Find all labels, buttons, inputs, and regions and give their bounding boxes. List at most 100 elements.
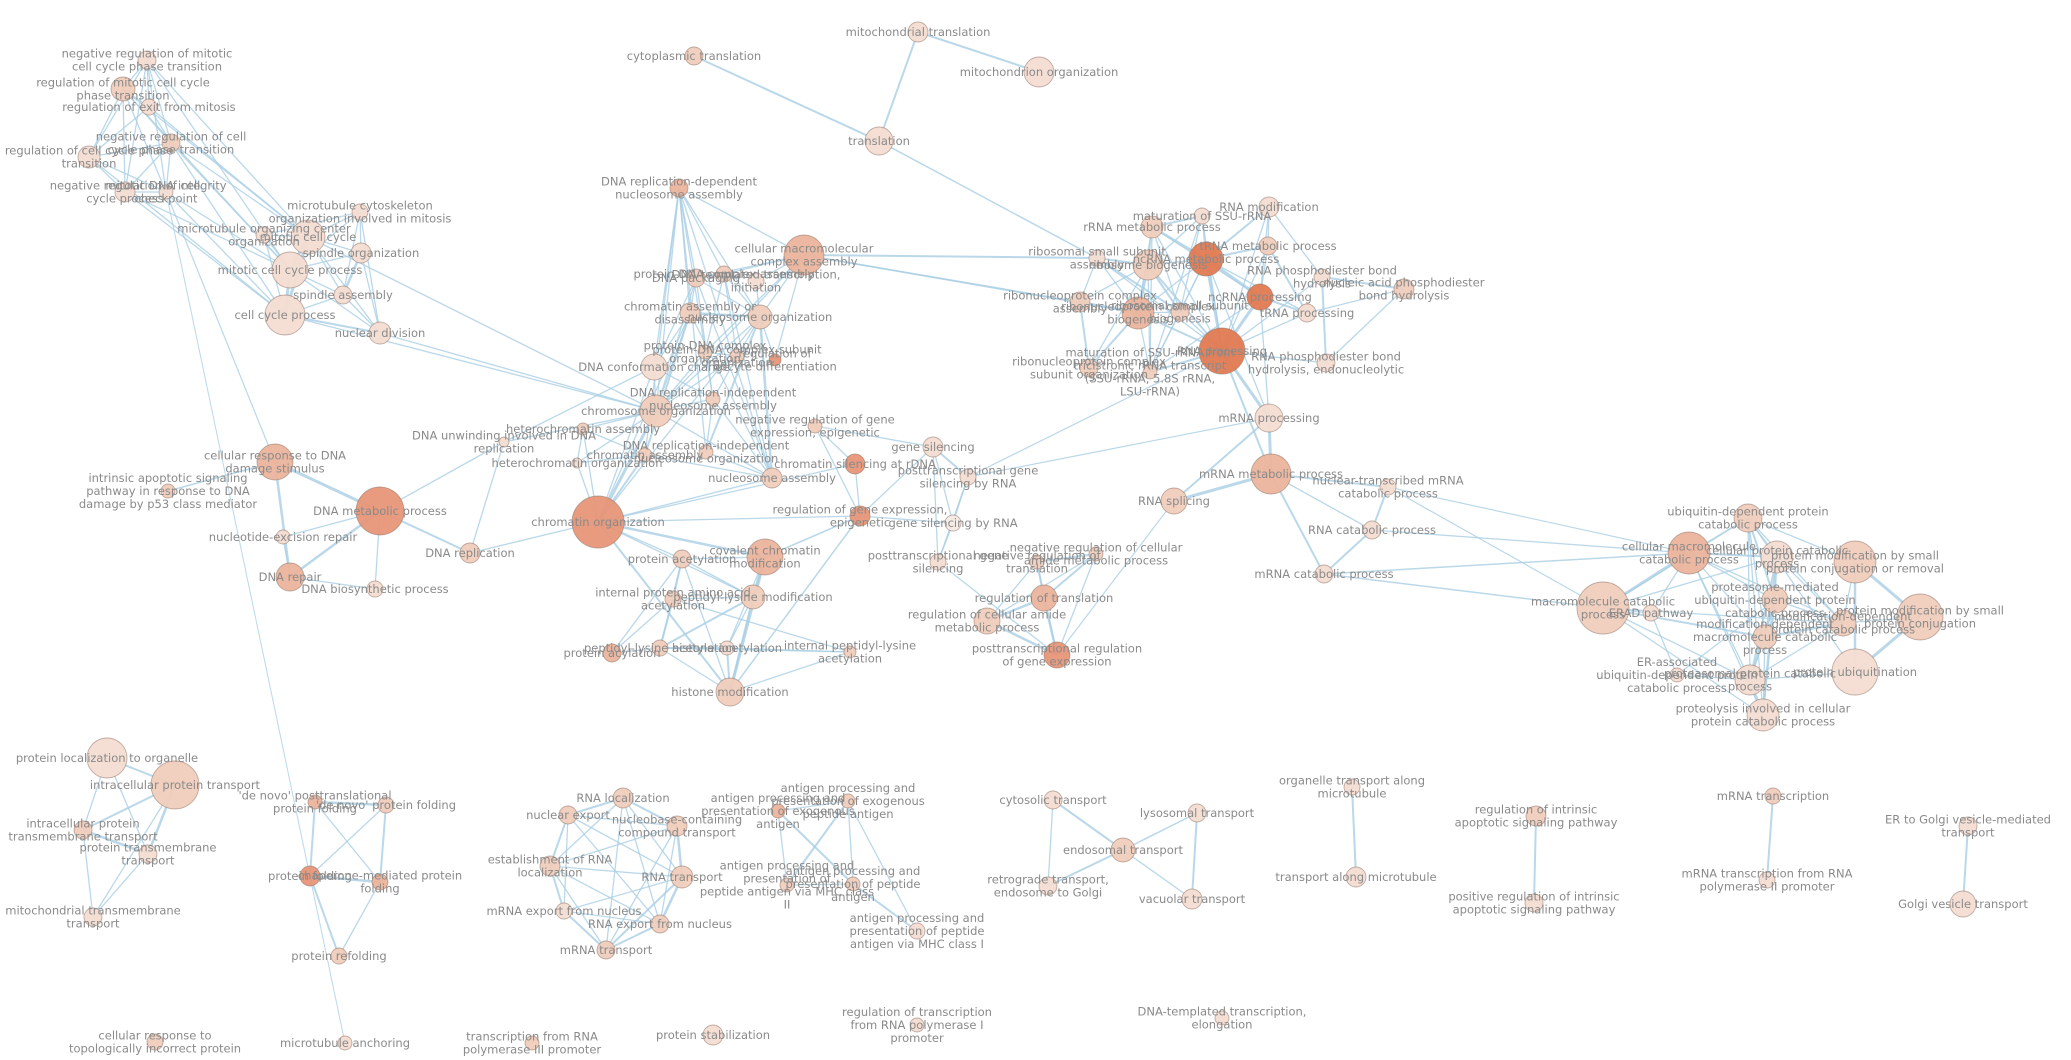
graph-node[interactable] bbox=[651, 639, 669, 657]
graph-node[interactable] bbox=[1345, 866, 1367, 888]
graph-node[interactable] bbox=[670, 865, 694, 889]
graph-node[interactable] bbox=[596, 940, 616, 960]
graph-node[interactable] bbox=[1088, 546, 1104, 562]
graph-node[interactable] bbox=[366, 580, 384, 598]
graph-node[interactable] bbox=[1949, 890, 1977, 918]
graph-node[interactable] bbox=[686, 268, 706, 288]
graph-node[interactable] bbox=[555, 902, 573, 920]
graph-node[interactable] bbox=[138, 844, 158, 864]
graph-node[interactable] bbox=[729, 348, 745, 364]
graph-node[interactable] bbox=[1316, 353, 1336, 373]
graph-node[interactable] bbox=[307, 794, 323, 810]
graph-node[interactable] bbox=[1030, 584, 1058, 612]
graph-node[interactable] bbox=[1362, 520, 1382, 540]
graph-node[interactable] bbox=[845, 876, 861, 892]
graph-node[interactable] bbox=[779, 877, 795, 893]
graph-node[interactable] bbox=[1181, 888, 1203, 910]
graph-node[interactable] bbox=[783, 234, 825, 276]
graph-node[interactable] bbox=[602, 643, 622, 663]
graph-node[interactable] bbox=[640, 353, 668, 381]
graph-node[interactable] bbox=[524, 1035, 540, 1051]
graph-node[interactable] bbox=[1829, 609, 1857, 637]
graph-node[interactable] bbox=[684, 46, 704, 66]
graph-node[interactable] bbox=[1110, 837, 1136, 863]
graph-node[interactable] bbox=[150, 760, 200, 810]
graph-node[interactable] bbox=[843, 645, 857, 659]
graph-node[interactable] bbox=[747, 304, 773, 330]
graph-node[interactable] bbox=[539, 855, 561, 877]
graph-node[interactable] bbox=[1193, 207, 1211, 225]
graph-node[interactable] bbox=[290, 219, 326, 255]
graph-node[interactable] bbox=[1069, 291, 1091, 313]
graph-node[interactable] bbox=[719, 640, 735, 656]
graph-node[interactable] bbox=[1733, 503, 1763, 533]
graph-node[interactable] bbox=[650, 914, 670, 934]
graph-node[interactable] bbox=[747, 272, 765, 290]
graph-node[interactable] bbox=[1043, 641, 1071, 669]
graph-node[interactable] bbox=[255, 226, 273, 244]
graph-node[interactable] bbox=[1667, 531, 1711, 575]
graph-node[interactable] bbox=[1121, 296, 1155, 330]
graph-node[interactable] bbox=[697, 344, 713, 360]
graph-node[interactable] bbox=[908, 922, 926, 940]
graph-node[interactable] bbox=[1038, 876, 1058, 896]
graph-node[interactable] bbox=[1758, 871, 1776, 889]
graph-node[interactable] bbox=[929, 553, 947, 571]
graph-node[interactable] bbox=[1160, 487, 1188, 515]
graph-node[interactable] bbox=[761, 467, 783, 489]
graph-node[interactable] bbox=[666, 815, 688, 837]
graph-node[interactable] bbox=[1297, 303, 1317, 323]
graph-node[interactable] bbox=[1734, 664, 1766, 696]
graph-node[interactable] bbox=[146, 1033, 164, 1051]
graph-node[interactable] bbox=[299, 865, 321, 887]
graph-node[interactable] bbox=[1254, 403, 1284, 433]
graph-node[interactable] bbox=[1958, 816, 1978, 836]
graph-node[interactable] bbox=[77, 145, 101, 169]
graph-node[interactable] bbox=[922, 436, 944, 458]
graph-node[interactable] bbox=[110, 76, 136, 102]
graph-node[interactable] bbox=[337, 1035, 353, 1051]
graph-node[interactable] bbox=[1088, 249, 1106, 267]
graph-node[interactable] bbox=[86, 737, 128, 779]
graph-node[interactable] bbox=[715, 265, 733, 283]
graph-node[interactable] bbox=[161, 133, 181, 153]
graph-node[interactable] bbox=[459, 542, 481, 564]
graph-node[interactable] bbox=[275, 529, 291, 545]
graph-node[interactable] bbox=[1258, 236, 1278, 256]
graph-node[interactable] bbox=[1746, 698, 1780, 732]
graph-node[interactable] bbox=[158, 184, 174, 200]
graph-node[interactable] bbox=[256, 443, 294, 481]
graph-node[interactable] bbox=[1525, 805, 1547, 827]
graph-node[interactable] bbox=[1023, 56, 1055, 88]
graph-node[interactable] bbox=[73, 820, 93, 840]
graph-node[interactable] bbox=[698, 444, 714, 460]
graph-node[interactable] bbox=[1831, 648, 1879, 696]
graph-node[interactable] bbox=[746, 538, 784, 576]
graph-node[interactable] bbox=[333, 285, 353, 305]
graph-node[interactable] bbox=[576, 422, 590, 436]
graph-node[interactable] bbox=[350, 242, 372, 264]
graph-node[interactable] bbox=[1896, 593, 1944, 641]
graph-node[interactable] bbox=[275, 562, 305, 592]
graph-node[interactable] bbox=[1524, 893, 1544, 913]
graph-node[interactable] bbox=[1258, 196, 1280, 218]
graph-node[interactable] bbox=[558, 805, 578, 825]
graph-node[interactable] bbox=[664, 590, 682, 608]
graph-node[interactable] bbox=[770, 803, 786, 819]
graph-node[interactable] bbox=[1752, 624, 1778, 650]
graph-node[interactable] bbox=[907, 21, 929, 43]
graph-node[interactable] bbox=[844, 453, 866, 475]
graph-node[interactable] bbox=[271, 251, 309, 289]
graph-node[interactable] bbox=[705, 391, 721, 407]
graph-node[interactable] bbox=[1761, 586, 1789, 614]
graph-node[interactable] bbox=[1576, 581, 1630, 635]
graph-node[interactable] bbox=[351, 203, 369, 221]
graph-node[interactable] bbox=[1142, 364, 1158, 380]
graph-node[interactable] bbox=[1343, 778, 1361, 796]
graph-node[interactable] bbox=[1379, 478, 1397, 496]
graph-node[interactable] bbox=[715, 677, 745, 707]
graph-node[interactable] bbox=[768, 353, 782, 367]
graph-node[interactable] bbox=[973, 607, 1001, 635]
graph-node[interactable] bbox=[1198, 327, 1246, 375]
graph-node[interactable] bbox=[909, 1017, 925, 1033]
